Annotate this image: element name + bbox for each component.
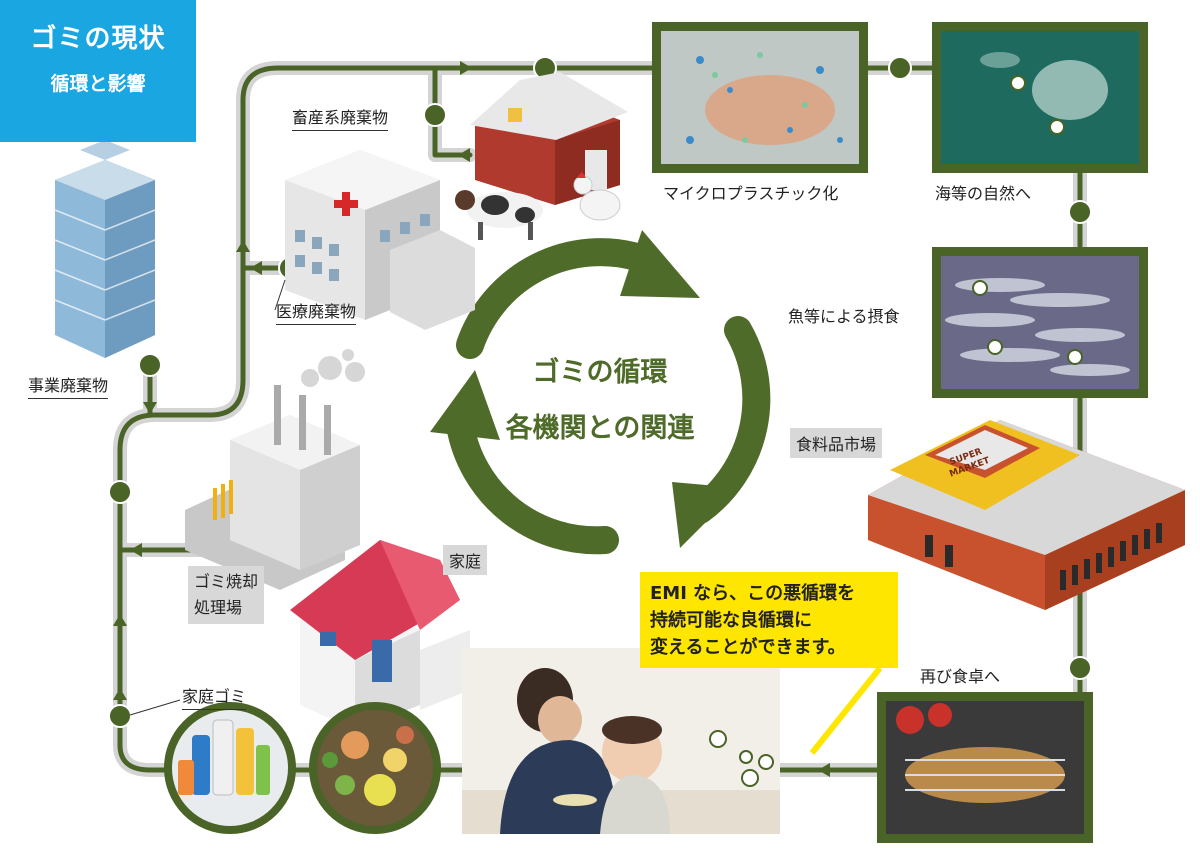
callout-line1: EMI なら、この悪循環を (650, 583, 856, 604)
label-business-waste: 事業廃棄物 (28, 372, 109, 399)
microplastic-frame (652, 22, 868, 173)
family-photo (462, 648, 780, 834)
food-scraps-icon (309, 702, 441, 834)
chicken-icon (573, 172, 621, 221)
cycle-center-text: ゴミの循環 各機関との関連 (480, 345, 720, 457)
label-food-market: 食料品市場 (790, 428, 883, 458)
label-incinerator: ゴミ焼却 処理場 (188, 566, 265, 624)
label-leaders (129, 279, 286, 716)
barn-icon (470, 72, 628, 205)
grilled-fish-frame (877, 692, 1093, 843)
microplastic-photo (660, 30, 860, 165)
supermarket-icon (868, 420, 1185, 610)
bottles-icon (164, 702, 296, 834)
label-to-nature: 海等の自然へ (935, 184, 1032, 203)
label-livestock-waste: 畜産系廃棄物 (292, 104, 389, 131)
fish-photo (940, 255, 1140, 390)
emi-callout: EMI なら、この悪循環を 持続可能な良循環に 変えることができます。 (640, 572, 898, 668)
grilled-fish-photo (885, 700, 1085, 835)
title-box: ゴミの現状 循環と影響 (0, 0, 196, 142)
label-microplastic: マイクロプラスチック化 (663, 184, 839, 203)
hospital-icon (285, 150, 475, 330)
cycle-subtitle: 各機関との関連 (505, 413, 695, 444)
fish-frame (932, 247, 1148, 398)
bubbles (709, 730, 774, 787)
label-back-to-table: 再び食卓へ (920, 667, 1001, 686)
cycle-arrowheads (430, 230, 740, 548)
label-home: 家庭 (443, 545, 488, 575)
cycle-title: ゴミの循環 (532, 357, 668, 388)
callout-line2: 持続可能な良循環に (650, 610, 812, 631)
ocean-photo (940, 30, 1140, 165)
title-sub: 循環と影響 (50, 73, 146, 95)
house-icon (290, 540, 470, 730)
label-fish-ingestion: 魚等による摂食 (788, 307, 900, 326)
label-incinerator-line2: 処理場 (194, 598, 243, 617)
callout-leader (809, 666, 883, 755)
callout-line3: 変えることができます。 (650, 637, 846, 658)
label-household-waste: 家庭ゴミ (182, 683, 247, 710)
label-incinerator-line1: ゴミ焼却 (194, 572, 259, 591)
cow-icon (455, 190, 543, 240)
label-medical-waste: 医療廃棄物 (276, 298, 357, 325)
office-building-icon (54, 140, 156, 358)
flow-arrows (113, 61, 830, 777)
factory-icon (185, 349, 365, 590)
title-main: ゴミの現状 (30, 24, 166, 54)
ocean-frame (932, 22, 1148, 173)
